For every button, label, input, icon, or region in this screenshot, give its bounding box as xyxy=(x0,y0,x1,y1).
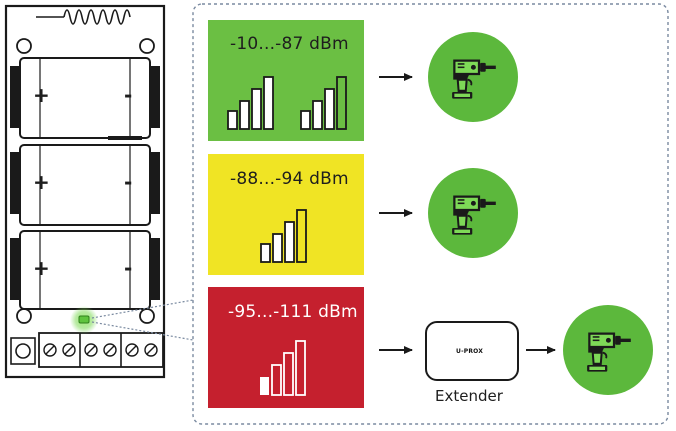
signal-bars-icon xyxy=(260,340,306,396)
mount-hole xyxy=(139,38,155,54)
drill-badge xyxy=(428,168,518,258)
signal-level-3 xyxy=(208,287,653,408)
levels-frame xyxy=(192,3,669,425)
extender-device xyxy=(425,321,519,381)
device-board xyxy=(4,4,166,379)
extender-brand: U-PROX xyxy=(456,348,484,355)
signal-bars-icon xyxy=(227,76,274,130)
level-3-range: -95...-111 dBm xyxy=(228,302,358,322)
battery-3-minus: - xyxy=(124,256,133,280)
signal-level-2 xyxy=(208,154,518,275)
battery-holder-2 xyxy=(10,144,160,226)
battery-holder-1 xyxy=(10,57,160,140)
callout-line xyxy=(91,299,194,319)
mount-hole xyxy=(16,38,32,54)
battery-holder-3 xyxy=(10,230,160,310)
signal-bars-icon xyxy=(260,209,307,263)
battery-2-plus: + xyxy=(33,170,50,194)
battery-2-minus: - xyxy=(124,170,133,194)
antenna-coil xyxy=(36,9,131,25)
battery-1-plus: + xyxy=(33,83,50,107)
callout-line xyxy=(91,321,194,341)
battery-1-minus: - xyxy=(124,83,133,107)
led-indicator xyxy=(78,315,90,324)
level-2-range: -88...-94 dBm xyxy=(230,169,349,189)
signal-level-1 xyxy=(208,20,518,141)
drill-badge xyxy=(563,305,653,395)
extender-label: Extender xyxy=(435,387,503,405)
terminal-block xyxy=(38,332,164,368)
level-3-panel xyxy=(208,287,364,408)
battery-3-plus: + xyxy=(33,256,50,280)
drill-badge xyxy=(428,32,518,122)
signal-bars-icon xyxy=(300,76,347,130)
level-1-range: -10...-87 dBm xyxy=(230,34,349,54)
